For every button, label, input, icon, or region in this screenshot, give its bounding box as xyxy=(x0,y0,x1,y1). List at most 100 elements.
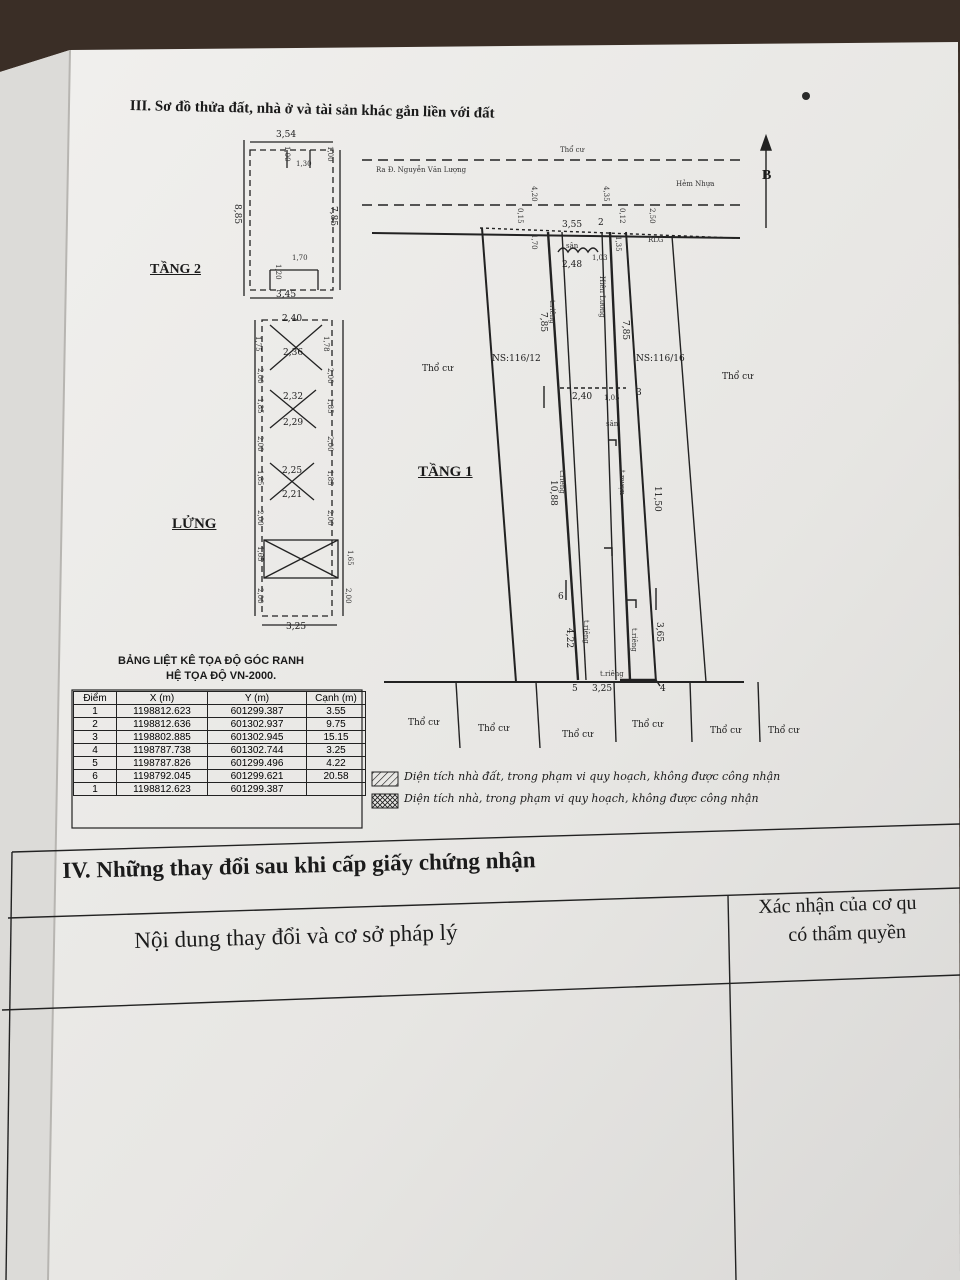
dim-240: 2,40 xyxy=(572,392,593,402)
lung-r3: 2,00 xyxy=(326,436,334,452)
tang2-dim-top: 3,54 xyxy=(276,130,297,140)
tho-cu-b1: Thổ cư xyxy=(408,718,440,728)
legend-item-cross: Diện tích nhà, trong phạm vi quy hoạch, … xyxy=(404,792,759,805)
lung-r1: 2,00 xyxy=(326,368,334,384)
cell: 4 xyxy=(73,743,117,757)
lung-plan xyxy=(254,319,344,626)
dim-012: 0,12 xyxy=(618,208,626,224)
ns-right: NS:116/16 xyxy=(636,354,685,364)
tang2-dim-bottom: 3,45 xyxy=(276,290,297,300)
legend-swatch-cross xyxy=(371,793,399,809)
tho-cu-b6: Thổ cư xyxy=(768,726,800,736)
lung-w3: 2,29 xyxy=(283,418,304,428)
tang2-inner-a: 1,00 xyxy=(283,146,291,162)
san-label-mid: sân xyxy=(606,420,619,428)
point-3: 3 xyxy=(636,388,642,398)
lung-w5: 2,21 xyxy=(282,490,303,500)
t-rieng-b: t.riêng xyxy=(558,470,566,494)
dim-1150: 11,50 xyxy=(652,486,662,512)
cell: 15.15 xyxy=(306,730,366,744)
lung-l0: 1,75 xyxy=(254,336,262,352)
cell: 1198787.738 xyxy=(116,743,208,757)
tang2-inner-b: 1,30 xyxy=(296,160,312,168)
lung-r5: 2,00 xyxy=(326,510,334,526)
t-rieng-a: t.riêng xyxy=(548,300,556,324)
cell: 1198787.826 xyxy=(116,756,208,770)
tang2-dim-left: 8,85 xyxy=(232,204,242,225)
tang2-inner-c: 1,00 xyxy=(326,146,334,162)
lung-r4: 1,85 xyxy=(326,470,334,486)
tho-cu-left: Thổ cư xyxy=(422,364,454,374)
legend-item-hatch: Diện tích nhà đất, trong phạm vi quy hoạ… xyxy=(404,770,781,783)
header-point: Điểm xyxy=(73,691,117,705)
cell: 601302.937 xyxy=(207,717,307,731)
lung-l3: 2,00 xyxy=(256,436,264,452)
rlg-label: RLG xyxy=(648,236,664,244)
point-2: 2 xyxy=(598,218,604,228)
dim-785b: 7,85 xyxy=(620,320,630,341)
site-plan xyxy=(362,133,772,749)
hien-luong-label: Hiên Lương xyxy=(598,276,606,318)
lung-r7: 2,00 xyxy=(344,588,352,604)
lung-l4: 1,85 xyxy=(256,470,264,486)
lung-l7: 2,00 xyxy=(256,588,264,604)
lung-l5: 2,00 xyxy=(256,510,264,526)
lung-w1: 2,36 xyxy=(283,348,304,358)
dim-1088: 10,88 xyxy=(548,480,558,506)
alley-label: Hẻm Nhựa xyxy=(676,180,715,188)
tang2-inner-e: 1,20 xyxy=(274,264,282,280)
dim-250: 2,50 xyxy=(648,208,656,224)
cell: 1198812.623 xyxy=(116,782,208,796)
dim-435: 4,35 xyxy=(602,186,610,202)
lung-l6: 1,65 xyxy=(256,546,264,562)
cell: 1 xyxy=(73,704,117,718)
tho-cu-b3: Thổ cư xyxy=(562,730,594,740)
cell: 9.75 xyxy=(306,717,366,731)
road-label: Ra Đ. Nguyễn Văn Lượng xyxy=(376,166,467,174)
tho-cu-b5: Thổ cư xyxy=(710,726,742,736)
lung-w4: 2,25 xyxy=(282,466,303,476)
lung-w6: 3,25 xyxy=(286,622,307,632)
lung-r6: 1,65 xyxy=(346,550,354,566)
tang2-plan xyxy=(243,140,341,299)
header-edge: Cạnh (m) xyxy=(306,691,366,705)
tho-cu-top: Thổ cư xyxy=(560,146,585,154)
floor-label-lung: LỬNG xyxy=(172,516,217,532)
dim-103: 1,03 xyxy=(592,254,608,262)
lung-r0: 1,78 xyxy=(322,336,330,352)
cell: 1 xyxy=(73,782,117,796)
point-4: 4 xyxy=(660,684,666,694)
dim-355: 3,55 xyxy=(562,220,583,230)
lung-r2: 1,85 xyxy=(326,398,334,414)
ink-dot xyxy=(802,92,810,100)
cell: 3.55 xyxy=(306,704,366,718)
san-label-top: sân xyxy=(566,242,579,250)
header-x: X (m) xyxy=(116,691,208,705)
cell: 4.22 xyxy=(306,756,366,770)
dim-785a: 7,85 xyxy=(538,312,548,333)
dim-135: 1,35 xyxy=(614,236,622,252)
cell: 601299.387 xyxy=(207,782,307,796)
tho-cu-b4: Thổ cư xyxy=(632,720,664,730)
lung-l2: 1,85 xyxy=(256,398,264,414)
t-rieng-c: t.riêng xyxy=(582,620,590,644)
ns-left: NS:116/12 xyxy=(492,354,541,364)
cell: 2 xyxy=(73,717,117,731)
t-rieng-bottom: t.riêng xyxy=(600,670,624,678)
cell: 601299.387 xyxy=(207,704,307,718)
cell: 6 xyxy=(73,769,117,783)
cell: 601302.744 xyxy=(207,743,307,757)
cell: 3.25 xyxy=(306,743,366,757)
floor-label-tang2: TẦNG 2 xyxy=(150,262,201,277)
section4-frame xyxy=(1,823,960,1280)
tang2-inner-d: 1,70 xyxy=(292,254,308,262)
